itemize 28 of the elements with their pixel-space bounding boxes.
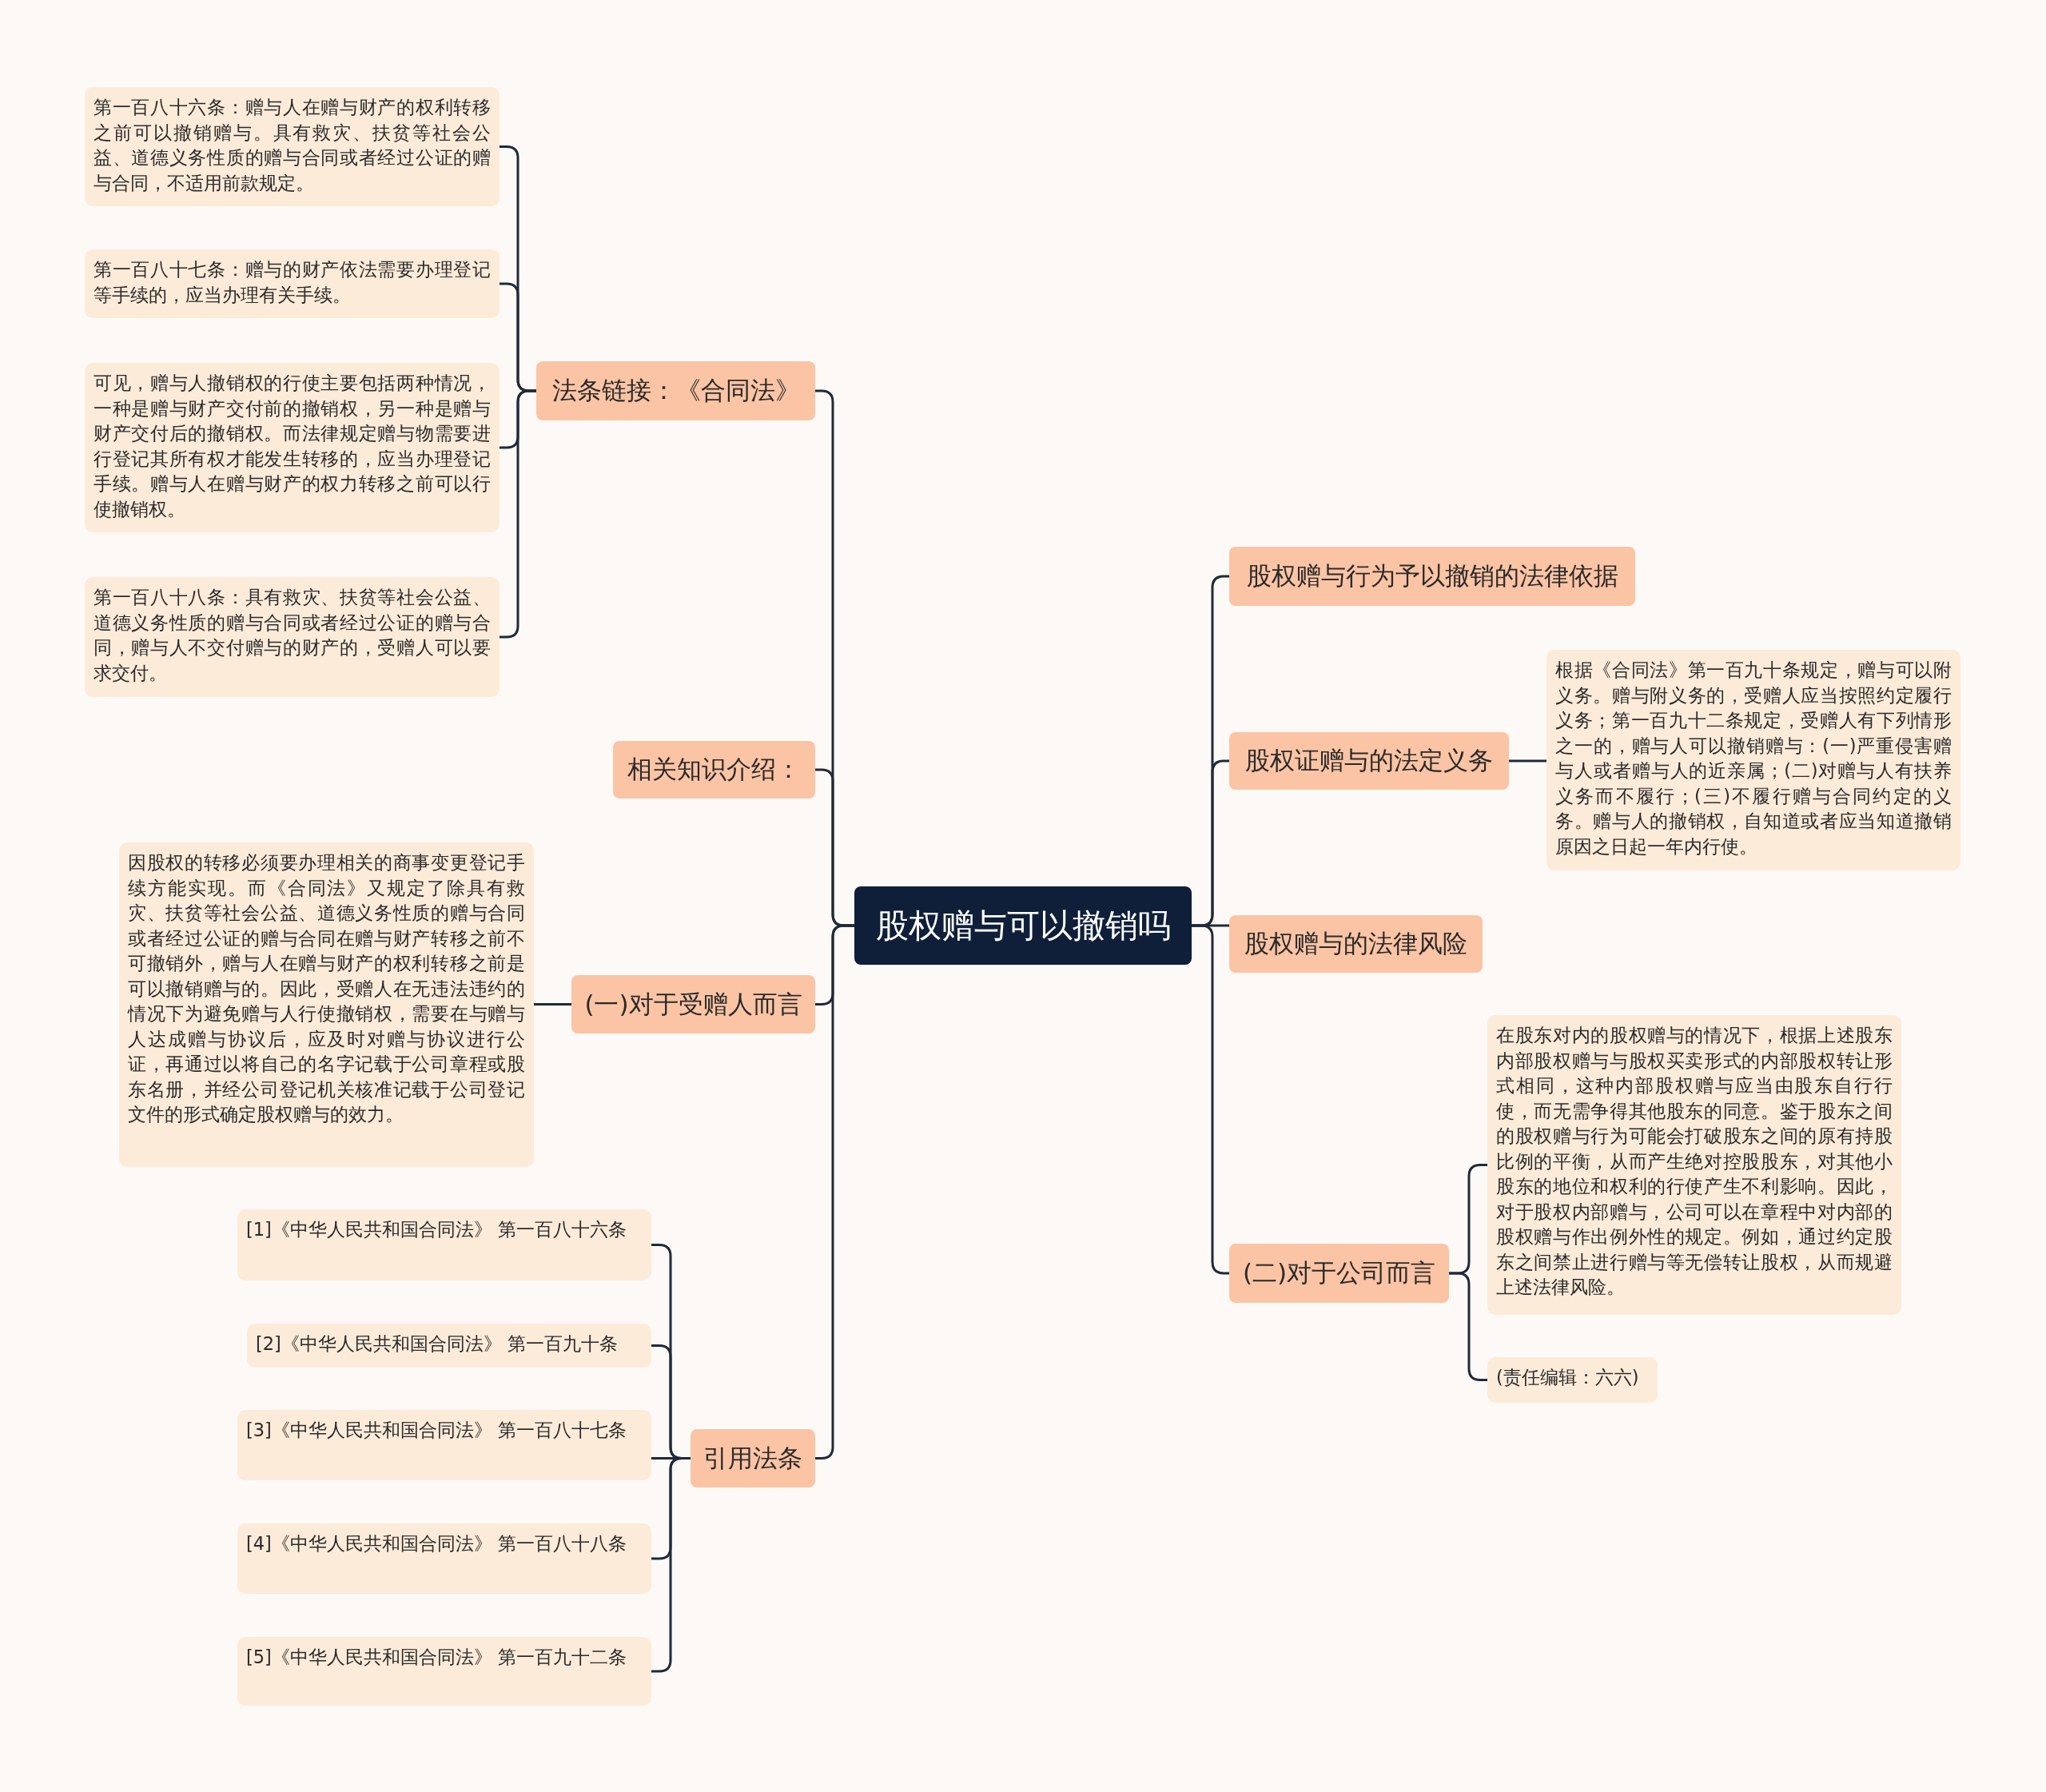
note-box: 第一百八十六条：赠与人在赠与财产的权利转移之前可以撤销赠与。具有救灾、扶贫等社会公益、道德义务性质的赠与合同或者经过公证的赠与合同，不适用前款规定。 [85,87,500,206]
topic-box: 法条链接：《合同法》 [536,361,815,420]
connector-line [534,1003,571,1006]
note-box: 第一百八十七条：赠与的财产依法需要办理登记等手续的，应当办理有关手续。 [85,249,500,318]
note-box: 因股权的转移必须要办理相关的商事变更登记手续方能实现。而《合同法》又规定了除具有救灾、扶贫等社会公益、道德义务性质的赠与合同或者经过公证的赠与合同在赠与财产转移之前不可撤销外，赠与人在赠与财产的权利转移之前是可以撤销赠与的。因此，受赠人在无违法违约的情况下为避免赠与人行使撤销权，需要在与赠与人达成赠与协议后，应及时对赠与协议进行公证，再通过以将自己的名字记载于公司章程或股东名册，并经公司登记机关核准记载于公司登记文件的形式确定股权赠与的效力。 [119,842,534,1167]
note-box: [4]《中华人民共和国合同法》 第一百八十八条 [237,1523,651,1594]
topic-box: 股权赠与行为予以撤销的法律依据 [1229,547,1635,606]
topic-box: 股权赠与的法律风险 [1229,915,1483,973]
note-box: 根据《合同法》第一百九十条规定，赠与可以附义务。赠与附义务的，受赠人应当按照约定履行义务；第一百九十二条规定，受赠人有下列情形之一的，赠与人可以撤销赠与：(一)严重侵害赠与人或者赠与人的近亲属；(二)对赠与人有扶养义务而不履行；(三)不履行赠与合同约定的义务。赠与人的撤销权，自知道或者应当知道撤销原因之日起一年内行使。 [1546,650,1960,870]
topic-box: 股权证赠与的法定义务 [1229,732,1509,790]
topic-box: (二)对于公司而言 [1229,1244,1449,1303]
topic-box: 相关知识介绍： [613,741,815,798]
central-topic-box: 股权赠与可以撤销吗 [854,886,1192,965]
note-box: (责任编辑：六六) [1487,1357,1658,1403]
note-box: [5]《中华人民共和国合同法》 第一百九十二条 [237,1637,651,1706]
connector-line [500,389,536,639]
connector-line [651,1457,691,1673]
topic-box: 引用法条 [691,1429,815,1487]
topic-box: (一)对于受赠人而言 [571,975,815,1033]
note-box: 在股东对内的股权赠与的情况下，根据上述股东内部股权赠与与股权买卖形式的内部股权转让形式相同，这种内部股权赠与应当由股东自行行使，而无需争得其他股东的同意。鉴于股东之间的股权赠与行为可能会打破股东之间的原有持股比例的平衡，从而产生绝对控股股东，对其他小股东的地位和权利的行使产生不利影响。因此，对于股权内部赠与，公司可以在章程中对内部的股权赠与作出例外性的规定。例如，通过约定股东之间禁止进行赠与等无偿转让股权，从而规避上述法律风险。 [1487,1015,1901,1315]
note-box: [1]《中华人民共和国合同法》 第一百八十六条 [237,1209,651,1280]
note-box: 可见，赠与人撤销权的行使主要包括两种情况，一种是赠与财产交付前的撤销权，另一种是赠与财产交付后的撤销权。而法律规定赠与物需要进行登记其所有权才能发生转移的，应当办理登记手续。赠与人在赠与财产的权力转移之前可以行使撤销权。 [85,363,500,532]
note-box: [2]《中华人民共和国合同法》 第一百九十条 [247,1324,651,1368]
note-box: 第一百八十八条：具有救灾、扶贫等社会公益、道德义务性质的赠与合同或者经过公证的赠与合同，赠与人不交付赠与的财产的，受赠人可以要求交付。 [85,577,500,697]
connector-line [1509,759,1546,763]
note-box: [3]《中华人民共和国合同法》 第一百八十七条 [237,1410,651,1480]
connector-line [1192,924,1229,1275]
connector-line [1449,1272,1487,1381]
